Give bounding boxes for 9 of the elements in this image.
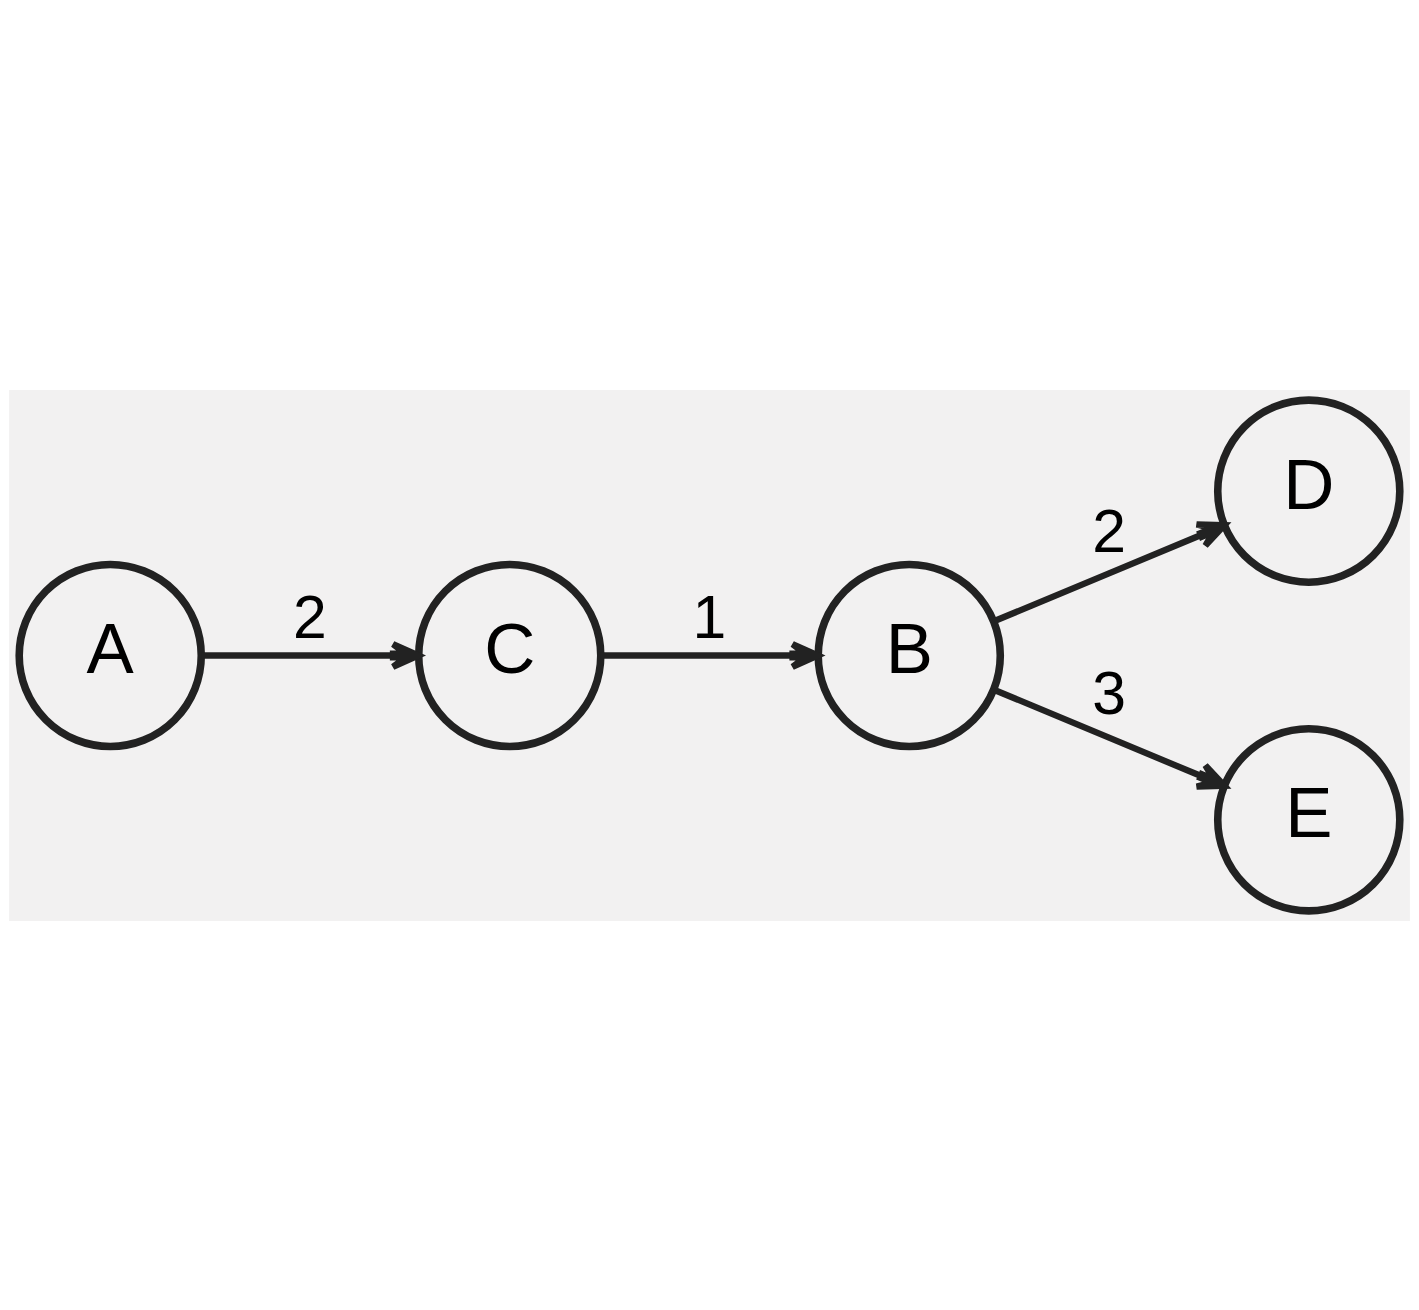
node-circle: C [414,560,605,750]
node-circle: B [814,560,1005,750]
edge-label: 2 [1092,496,1126,565]
node-circle: A [15,560,206,750]
edge-label: 3 [1092,658,1126,727]
edge-label: 2 [293,582,327,651]
edge-label: 1 [692,582,727,651]
node-circle: E [1213,724,1404,915]
node-circle: D [1213,395,1404,586]
